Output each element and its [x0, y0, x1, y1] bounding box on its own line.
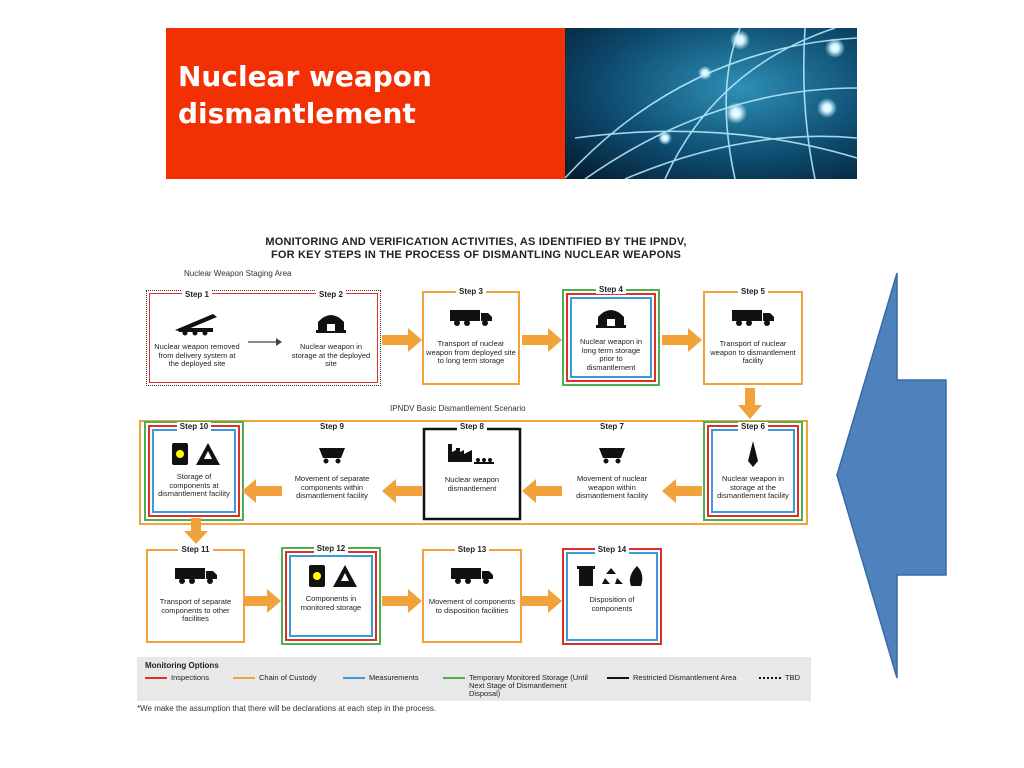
step-3-text: Transport of nuclear weapon from deploye… [426, 339, 516, 365]
step-13-label: Step 13 [454, 545, 490, 554]
title-banner: Nuclear weapon dismantlement [166, 28, 857, 179]
step-6-text: Nuclear weapon in storage at the dismant… [717, 474, 789, 500]
figure-title-line-2: FOR KEY STEPS IN THE PROCESS OF DISMANTL… [270, 249, 682, 261]
legend-swatch [233, 677, 255, 679]
legend-title: Monitoring Options [145, 661, 219, 670]
step-12-box: Step 12 Components in monitored storage [293, 544, 369, 633]
staging-frame [146, 290, 381, 386]
step-3-label: Step 3 [455, 287, 486, 296]
step-13-box: Step 13 Movement of components to dispos… [422, 545, 522, 643]
staging-frame-inspections [149, 293, 378, 383]
step-14-text: Disposition of components [589, 595, 635, 613]
banner-red-panel: Nuclear weapon dismantlement [166, 28, 565, 179]
step-6-box: Step 6 Nuclear weapon in storage at the … [715, 422, 791, 509]
radioactive-explosive-icon [309, 565, 357, 587]
missile-launcher-icon [175, 314, 217, 336]
step-5-text: Transport of nuclear weapon to dismantle… [710, 339, 796, 365]
step-4-box: Step 4 Nuclear weapon in long term stora… [574, 285, 648, 374]
step-9-label: Step 9 [316, 422, 347, 431]
step-2-box: Step 2 Nuclear weapon in storage at the … [286, 290, 376, 380]
figure-title: MONITORING AND VERIFICATION ACTIVITIES, … [140, 236, 812, 262]
legend-swatch [145, 677, 167, 679]
step-3-box: Step 3 Transport of nuclear weapon from … [422, 287, 520, 385]
step-12-label: Step 12 [313, 544, 349, 553]
figure-title-line-1: MONITORING AND VERIFICATION ACTIVITIES, … [265, 236, 687, 248]
legend-swatch [443, 677, 465, 679]
step-11-text: Transport of separate components to othe… [159, 597, 232, 623]
monitoring-legend: Monitoring Options Inspections Chain of … [137, 657, 811, 701]
step-5-label: Step 5 [737, 287, 768, 296]
big-blue-arrow [836, 272, 947, 679]
footnote: *We make the assumption that there will … [137, 704, 437, 713]
step-10-box: Step 10 Storage of components at dismant… [156, 422, 232, 509]
step-4-label: Step 4 [595, 285, 626, 294]
truck-icon [732, 310, 774, 326]
step-1-box: Step 1 Nuclear weapon removed from deliv… [152, 290, 242, 380]
globe-network-image [565, 28, 857, 179]
storage-bunker-icon [596, 310, 626, 328]
step-9-box: Step 9 Movement of separate components w… [283, 422, 381, 520]
step-1-label: Step 1 [181, 290, 212, 299]
truck-icon [450, 310, 492, 326]
legend-swatch [343, 677, 365, 679]
cart-icon [319, 448, 345, 464]
factory-icon [448, 444, 494, 464]
step-10-text: Storage of components at dismantlement f… [158, 472, 230, 498]
storage-bunker-icon [316, 315, 346, 333]
step-1-text: Nuclear weapon removed from delivery sys… [154, 342, 240, 368]
cart-icon [599, 448, 625, 464]
warhead-icon [748, 441, 758, 467]
truck-icon [174, 568, 217, 584]
step-8-text: Nuclear weapon dismantlement [444, 475, 500, 493]
flow-arrows [184, 328, 762, 613]
gray-arrow-step1-2 [248, 338, 282, 346]
step-14-label: Step 14 [594, 545, 630, 554]
step-8-box: Step 8 Nuclear weapon dismantlement [427, 422, 517, 516]
step-12-text: Components in monitored storage [300, 594, 362, 612]
slide-title: Nuclear weapon dismantlement [178, 60, 432, 130]
step-14-box: Step 14 Disposition of components [570, 545, 654, 637]
truck-icon [451, 568, 493, 584]
scenario-label: IPNDV Basic Dismantlement Scenario [390, 404, 526, 413]
step-4-text: Nuclear weapon in long term storage prio… [579, 337, 643, 372]
step-5-box: Step 5 Transport of nuclear weapon to di… [703, 287, 803, 385]
step-7-text: Movement of nuclear weapon within disman… [576, 474, 648, 500]
radioactive-explosive-icon [172, 443, 220, 465]
step-2-text: Nuclear weapon in storage at the deploye… [291, 342, 371, 368]
legend-swatch-dotted [759, 677, 781, 679]
step-8-label: Step 8 [456, 422, 487, 431]
staging-area-label: Nuclear Weapon Staging Area [184, 269, 292, 278]
step-7-label: Step 7 [596, 422, 627, 431]
step-7-box: Step 7 Movement of nuclear weapon within… [563, 422, 661, 520]
step-2-label: Step 2 [315, 290, 346, 299]
legend-swatch [607, 677, 629, 679]
step-11-label: Step 11 [178, 545, 213, 554]
step-13-text: Movement of components to disposition fa… [428, 597, 516, 615]
step-6-label: Step 6 [737, 422, 768, 431]
disposal-icon [577, 566, 643, 586]
step-11-box: Step 11 Transport of separate components… [146, 545, 245, 643]
step-10-label: Step 10 [176, 422, 212, 431]
step-9-text: Movement of separate components within d… [294, 474, 370, 500]
